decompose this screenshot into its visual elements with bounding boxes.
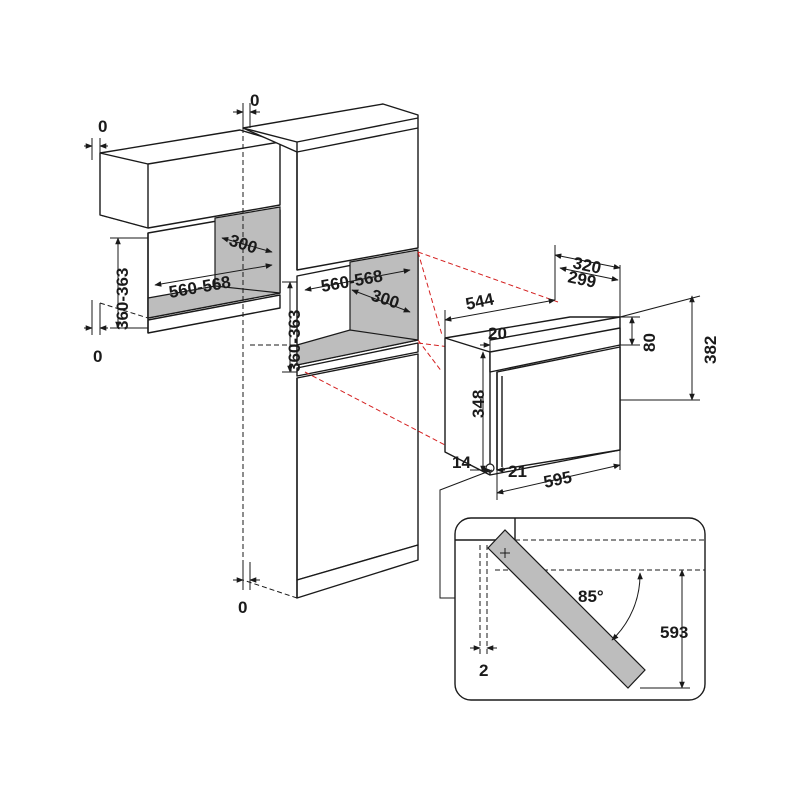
door-detail: [439, 469, 706, 701]
door-gap-label: 2: [479, 661, 488, 680]
wall-bottom-gap-label: 0: [93, 347, 102, 366]
wall-height-label: 360-363: [113, 268, 132, 330]
door-angle-label: 85°: [578, 587, 604, 606]
oven-body-height-label: 348: [469, 390, 488, 418]
tall-cabinet: [233, 103, 419, 599]
wall-cabinet: [84, 129, 281, 335]
door-open-depth-label: 593: [660, 623, 688, 642]
oven-top-offset-label: 20: [488, 324, 507, 343]
oven-total-width-label: 595: [542, 467, 574, 491]
oven-total-height-label: 382: [701, 336, 720, 364]
tall-height-label: 360-363: [285, 310, 304, 372]
oven-width-body-label: 544: [464, 289, 496, 314]
oven-door-thickness-label: 21: [508, 462, 527, 481]
alignment-guides: [304, 251, 559, 446]
oven-panel-height-label: 80: [640, 333, 659, 352]
tall-bottom-gap-label: 0: [238, 598, 247, 617]
wall-top-gap-label: 0: [98, 117, 107, 136]
oven-side-gap-label: 14: [452, 453, 471, 472]
tall-top-gap-label: 0: [250, 91, 259, 110]
oven: [444, 245, 701, 500]
